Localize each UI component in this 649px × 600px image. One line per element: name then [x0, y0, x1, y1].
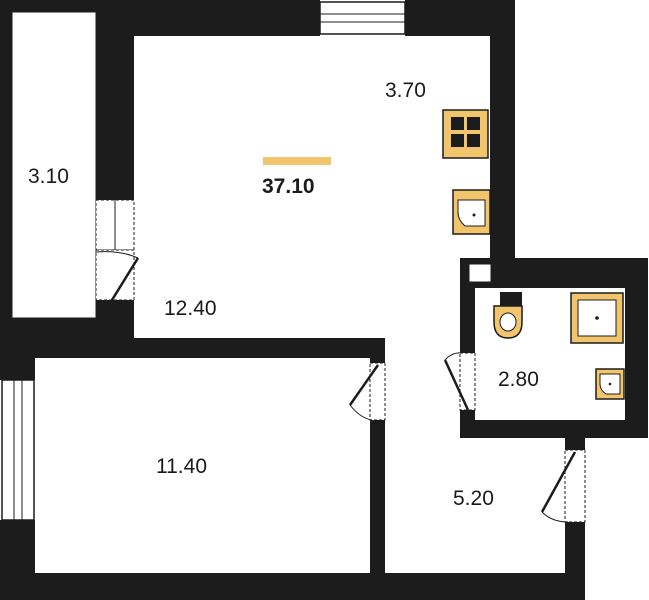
wall-loggia-bottom	[0, 318, 134, 340]
wall-bath-left-lower	[460, 410, 475, 438]
wall-loggia-upper	[96, 0, 134, 200]
window-top	[319, 1, 406, 35]
kitchen-sink-icon	[452, 189, 491, 235]
wall-bedroom-hall-lower	[370, 420, 385, 600]
wall-left-bedroom-bottom	[0, 520, 35, 600]
loggia-area-label: 3.10	[28, 165, 69, 188]
shower-icon	[570, 292, 624, 344]
kitchen-area-label: 3.70	[385, 79, 426, 102]
wall-left-top	[0, 0, 12, 380]
wall-living-bedroom	[0, 338, 385, 358]
washbasin-icon	[595, 368, 625, 400]
bathroom-area-label: 2.80	[498, 368, 539, 391]
window-left-bedroom	[1, 379, 35, 521]
bedroom-area-label: 11.40	[156, 455, 207, 478]
door-bedroom-icon[interactable]	[348, 362, 386, 421]
wall-bottom	[0, 573, 585, 600]
door-entrance-icon[interactable]	[540, 449, 586, 523]
toilet-icon	[493, 292, 523, 339]
loggia-window-strip	[11, 11, 97, 319]
vent-icon	[468, 263, 492, 283]
wall-bath-right	[625, 258, 648, 438]
door-loggia-icon[interactable]	[95, 249, 140, 301]
wall-bath-bottom	[460, 420, 648, 438]
wall-bedroom-hall-upper	[370, 338, 385, 363]
stove-icon	[442, 109, 489, 159]
hallway-area-label: 5.20	[453, 487, 494, 510]
total-area-label: 37.10	[262, 175, 315, 198]
living-area-label: 12.40	[164, 297, 217, 320]
wall-hall-right-upper	[565, 420, 585, 450]
total-accent-bar	[263, 157, 331, 165]
wall-right-kitchen	[490, 0, 515, 268]
door-bathroom-icon[interactable]	[443, 352, 476, 411]
window-loggia-door	[95, 199, 135, 251]
